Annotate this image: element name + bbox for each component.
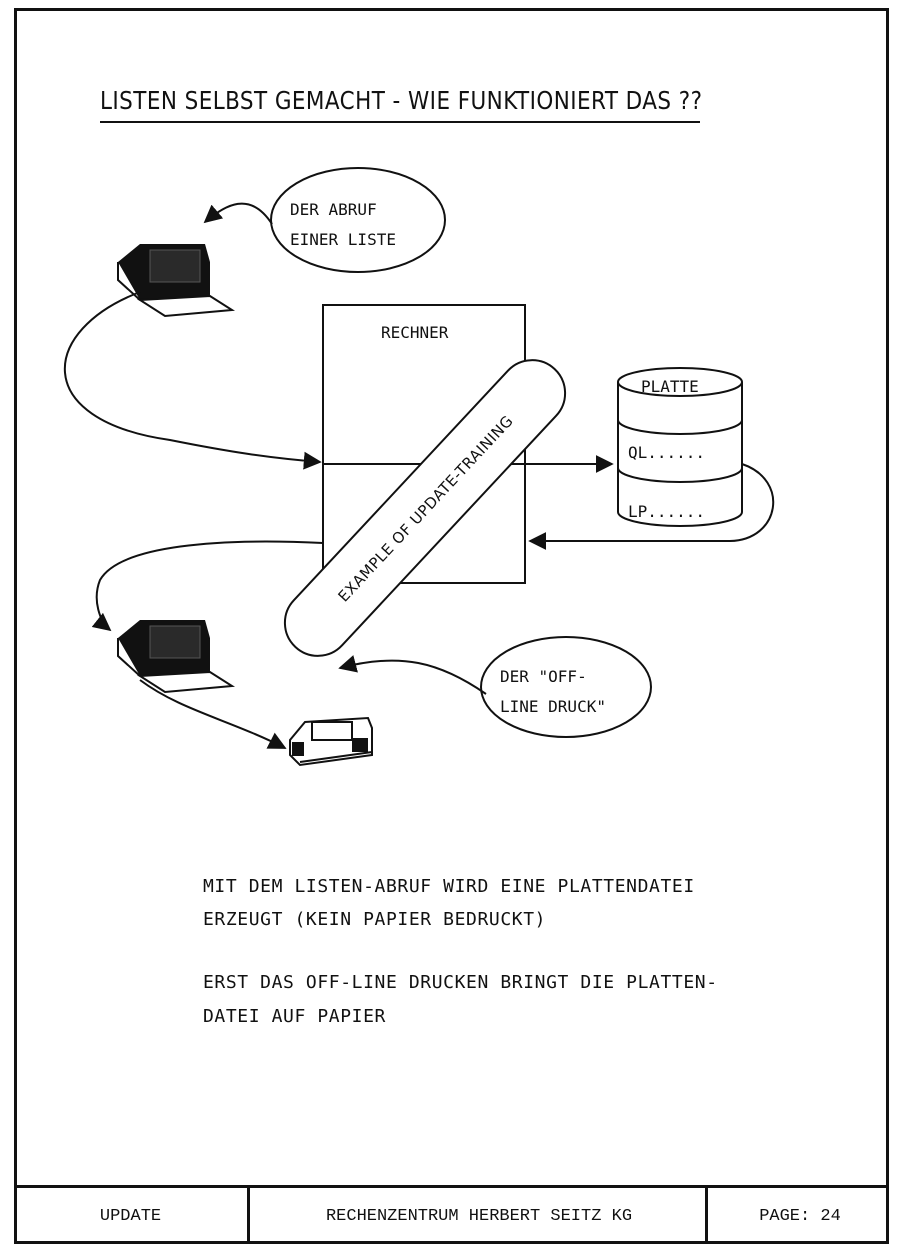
bubble-top: DER ABRUF EINER LISTE: [205, 168, 445, 272]
paragraph-2-line-1: ERST DAS OFF-LINE DRUCKEN BRINGT DIE PLA…: [203, 972, 718, 993]
bubble-bottom: DER "OFF- LINE DRUCK": [340, 637, 651, 737]
platte-row-ql: QL......: [628, 443, 705, 462]
terminal-top-icon: [118, 244, 232, 316]
bubble-top-pointer: [205, 204, 272, 224]
printer-icon: [290, 718, 372, 765]
terminal-to-rechner-line: [65, 292, 320, 462]
bubble-top-line2: EINER LISTE: [290, 230, 396, 249]
rechner-label: RECHNER: [381, 323, 449, 342]
bubble-bottom-pointer: [340, 660, 486, 694]
paragraph-1-line-1: MIT DEM LISTEN-ABRUF WIRD EINE PLATTENDA…: [203, 876, 695, 897]
bubble-top-line1: DER ABRUF: [290, 200, 377, 219]
platte-disk-icon: PLATTE QL...... LP......: [618, 368, 742, 526]
bubble-bottom-line1: DER "OFF-: [500, 667, 587, 686]
terminal-bottom-icon: [118, 620, 232, 692]
paragraph-1-line-2: ERZEUGT (KEIN PAPIER BEDRUCKT): [203, 909, 546, 930]
footer-center: RECHENZENTRUM HERBERT SEITZ KG: [247, 1188, 708, 1244]
footer-left: UPDATE: [14, 1188, 247, 1244]
platte-row-lp: LP......: [628, 502, 705, 521]
footer-page-number: PAGE: 24: [705, 1188, 892, 1244]
bubble-bottom-line2: LINE DRUCK": [500, 697, 606, 716]
paragraph-2-line-2: DATEI AUF PAPIER: [203, 1006, 386, 1027]
page-footer: UPDATE RECHENZENTRUM HERBERT SEITZ KG PA…: [14, 1185, 889, 1244]
platte-label: PLATTE: [641, 377, 699, 396]
